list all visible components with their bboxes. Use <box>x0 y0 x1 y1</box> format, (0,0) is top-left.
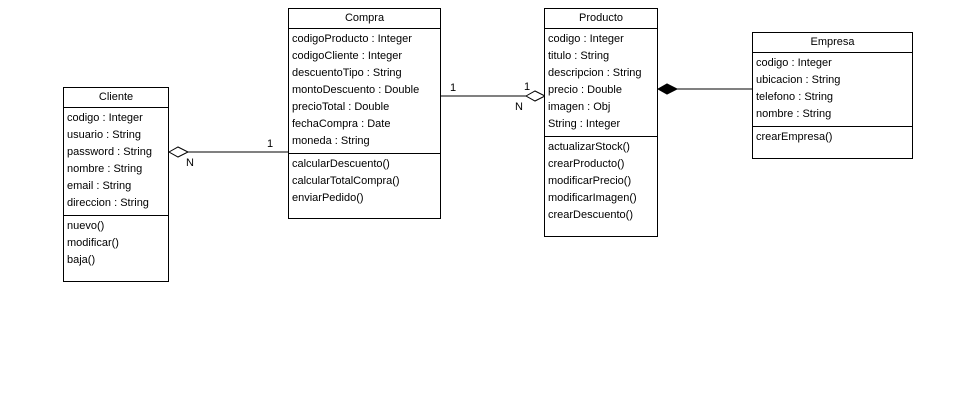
attribute: codigoCliente : Integer <box>292 50 403 62</box>
attribute: ubicacion : String <box>756 74 841 86</box>
class-cliente-operations: nuevo() modificar() baja() <box>64 216 168 272</box>
multiplicity-cliente-n: N <box>186 157 194 169</box>
attribute: password : String <box>67 146 152 158</box>
class-cliente[interactable]: Cliente codigo : Integer usuario : Strin… <box>63 87 169 282</box>
class-producto[interactable]: Producto codigo : Integer titulo : Strin… <box>544 8 658 237</box>
operation: baja() <box>67 254 96 266</box>
attribute: montoDescuento : Double <box>292 84 420 96</box>
operation: calcularTotalCompra() <box>292 175 400 187</box>
operation: actualizarStock() <box>548 141 630 153</box>
attribute: titulo : String <box>548 50 610 62</box>
class-empresa-name: Empresa <box>753 33 912 53</box>
operation: nuevo() <box>67 220 105 232</box>
attribute: precioTotal : Double <box>292 101 390 113</box>
class-producto-name: Producto <box>545 9 657 29</box>
operation: modificarPrecio() <box>548 175 632 187</box>
attribute: codigoProducto : Integer <box>292 33 412 45</box>
multiplicity-producto-n: N <box>515 101 523 113</box>
attribute: direccion : String <box>67 197 149 209</box>
operation: modificar() <box>67 237 119 249</box>
attribute: descuentoTipo : String <box>292 67 402 79</box>
operation: crearDescuento() <box>548 209 633 221</box>
class-producto-attributes: codigo : Integer titulo : String descrip… <box>545 29 657 137</box>
class-compra-name: Compra <box>289 9 440 29</box>
attribute: imagen : Obj <box>548 101 611 113</box>
class-empresa[interactable]: Empresa codigo : Integer ubicacion : Str… <box>752 32 913 159</box>
operation: crearEmpresa() <box>756 131 833 143</box>
attribute: nombre : String <box>67 163 143 175</box>
composition-diamond-producto <box>656 83 679 95</box>
attribute: email : String <box>67 180 132 192</box>
multiplicity-producto-one: 1 <box>524 81 530 93</box>
class-compra-attributes: codigoProducto : Integer codigoCliente :… <box>289 29 440 154</box>
class-compra[interactable]: Compra codigoProducto : Integer codigoCl… <box>288 8 441 219</box>
attribute: codigo : Integer <box>548 33 624 45</box>
aggregation-diamond-cliente <box>167 146 190 158</box>
attribute: descripcion : String <box>548 67 642 79</box>
attribute: codigo : Integer <box>67 112 143 124</box>
attribute: telefono : String <box>756 91 834 103</box>
class-empresa-attributes: codigo : Integer ubicacion : String tele… <box>753 53 912 127</box>
operation: calcularDescuento() <box>292 158 390 170</box>
operation: crearProducto() <box>548 158 625 170</box>
attribute: codigo : Integer <box>756 57 832 69</box>
class-cliente-attributes: codigo : Integer usuario : String passwo… <box>64 108 168 216</box>
attribute: fechaCompra : Date <box>292 118 391 130</box>
operation: enviarPedido() <box>292 192 364 204</box>
attribute: String : Integer <box>548 118 621 130</box>
class-compra-operations: calcularDescuento() calcularTotalCompra(… <box>289 154 440 210</box>
class-empresa-operations: crearEmpresa() <box>753 127 912 149</box>
operation: modificarImagen() <box>548 192 637 204</box>
attribute: usuario : String <box>67 129 141 141</box>
multiplicity-compra-one: 1 <box>267 138 273 150</box>
attribute: precio : Double <box>548 84 622 96</box>
class-producto-operations: actualizarStock() crearProducto() modifi… <box>545 137 657 227</box>
multiplicity-compra-side: 1 <box>450 82 456 94</box>
attribute: nombre : String <box>756 108 832 120</box>
class-cliente-name: Cliente <box>64 88 168 108</box>
attribute: moneda : String <box>292 135 370 147</box>
